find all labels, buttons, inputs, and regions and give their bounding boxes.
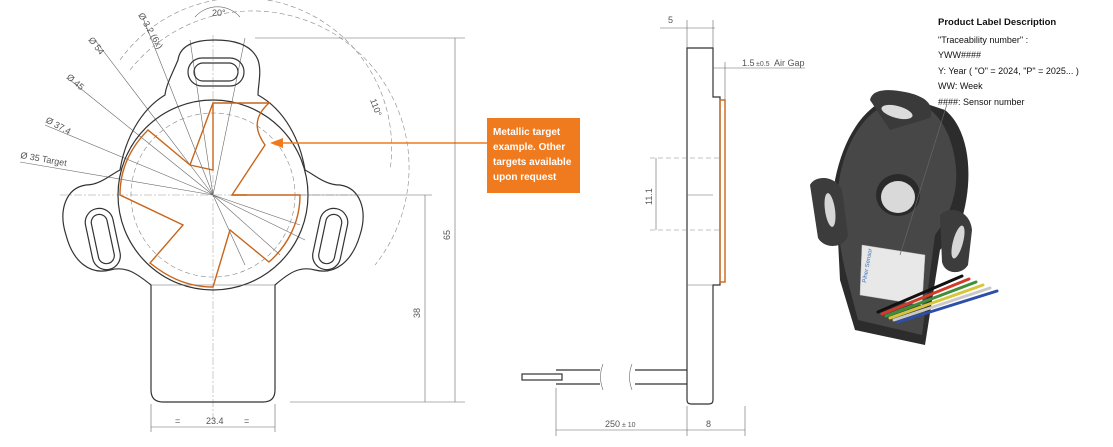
dim-8-label: 8: [706, 419, 711, 429]
width-23-label: 23.4: [206, 416, 224, 426]
metallic-target-callout: Metallic target example. Other targets a…: [487, 118, 580, 193]
wire: [892, 286, 992, 322]
label-description-title: Product Label Description: [938, 17, 1057, 28]
wire: [880, 277, 971, 316]
angle-20-label: 20°: [212, 8, 226, 18]
front-view: 20° 110° Ø 3.2 (6x) Ø 54 Ø 45 Ø 37.4 Ø 3…: [20, 0, 487, 432]
wire: [896, 289, 999, 324]
label-line: ####: Sensor number: [938, 96, 1025, 107]
sensor-product-render: Piher Sensor: [810, 90, 999, 345]
wire: [876, 274, 964, 314]
label-line: WW: Week: [938, 81, 983, 91]
dia-target-label: Ø 35 Target: [20, 150, 68, 168]
dia-37-label: Ø 37.4: [44, 115, 73, 137]
wire-bundle: [876, 274, 999, 324]
dia-45-label: Ø 45: [65, 72, 86, 92]
label-line: YWW####: [938, 50, 982, 60]
dim-5-label: 5: [668, 15, 673, 25]
cable-tolerance-label: ± 10: [622, 422, 636, 429]
wire: [884, 280, 978, 318]
sticker-text: Piher Sensor: [862, 248, 874, 283]
angle-110-label: 110°: [368, 97, 384, 118]
air-gap-tolerance: ±0.5: [756, 61, 770, 68]
side-view: 1.5 ±0.5 Air Gap 5 11.1 250 ± 10 8: [521, 15, 805, 436]
equal-right-label: =: [244, 416, 249, 426]
callout-arrowhead: [270, 138, 283, 148]
dim-11-label: 11.1: [644, 188, 654, 205]
dia-54-label: Ø 54: [86, 35, 106, 57]
wire: [888, 283, 985, 320]
equal-left-label: =: [175, 416, 180, 426]
height-65-label: 65: [442, 230, 452, 240]
label-line: Y: Year ( "O" = 2024, "P" = 2025... ): [938, 65, 1079, 76]
hole-dia-label: Ø 3.2 (6x): [136, 11, 165, 51]
air-gap-label: Air Gap: [774, 58, 805, 68]
air-gap-value: 1.5: [742, 58, 755, 68]
height-38-label: 38: [412, 308, 422, 318]
cable-length-label: 250: [605, 419, 620, 429]
label-description-panel: Product Label Description "Traceability …: [938, 15, 1108, 110]
label-line: "Traceability number" :: [938, 34, 1029, 45]
